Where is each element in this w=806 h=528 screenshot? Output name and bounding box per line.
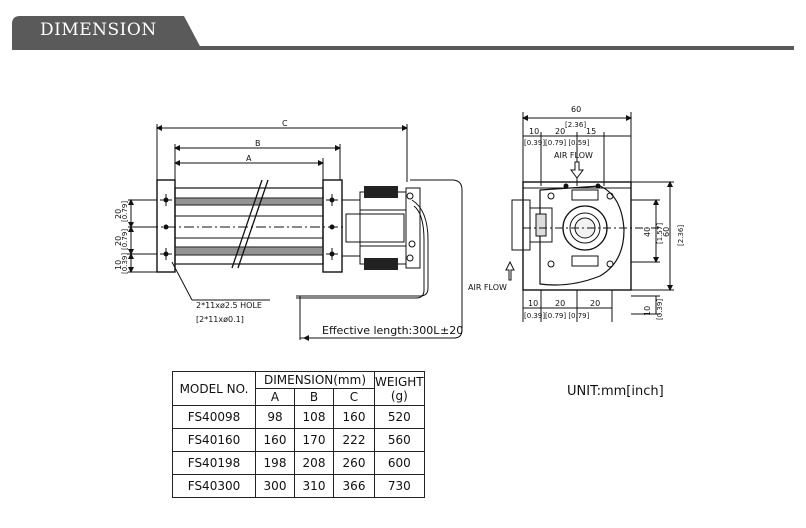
- left-dim-20b-inch: [0.79]: [121, 229, 129, 250]
- cell-b: 310: [294, 474, 334, 498]
- right-dim-60-inch: [2.36]: [677, 225, 685, 246]
- header-col-b: B: [294, 388, 334, 406]
- top-dim-15: 15: [586, 127, 596, 136]
- cell-weight: 520: [374, 405, 425, 429]
- cell-b: 170: [294, 428, 334, 452]
- model-dimension-table: MODEL NO. DIMENSION(mm) WEIGHT (g) A B C…: [172, 371, 425, 498]
- right-dim-40: 40: [643, 227, 652, 237]
- bottom-right-dim-10: 10: [643, 306, 652, 316]
- header-weight: WEIGHT (g): [374, 371, 425, 406]
- left-dim-20-inch: [0.79]: [121, 201, 129, 222]
- bottom-dim-inch-row: [0.39][0.79] [0.79]: [524, 312, 590, 320]
- header-weight-label: WEIGHT: [375, 374, 424, 389]
- header-rule: [190, 46, 794, 50]
- section-header-tab: [12, 16, 202, 50]
- left-dim-20: 20: [114, 209, 123, 219]
- cell-a: 198: [255, 451, 295, 475]
- cell-c: 222: [333, 428, 375, 452]
- bottom-dim-20a: 20: [555, 299, 565, 308]
- table-row: FS40160 160 170 222 560: [172, 428, 425, 452]
- mounting-hole-marks: [160, 194, 338, 260]
- cell-model: FS40198: [172, 451, 256, 475]
- section-title: DIMENSION: [40, 20, 157, 40]
- cell-c: 260: [333, 451, 375, 475]
- header-col-a: A: [255, 388, 295, 406]
- table-row: FS40098 98 108 160 520: [172, 405, 425, 429]
- cell-c: 366: [333, 474, 375, 498]
- top-dim-60: 60: [571, 105, 581, 114]
- side-view: [128, 124, 463, 341]
- cell-model: FS40300: [172, 474, 256, 498]
- top-dim-60-inch: [2.36]: [565, 121, 586, 129]
- header-col-c: C: [333, 388, 375, 406]
- left-dim-10-inch: [0.39]: [121, 253, 129, 274]
- effective-length-label: Effective length:300L: [322, 324, 440, 337]
- cell-a: 300: [255, 474, 295, 498]
- cell-weight: 730: [374, 474, 425, 498]
- cell-weight: 600: [374, 451, 425, 475]
- top-dim-10: 10: [529, 127, 539, 136]
- side-view-labels: C B A 20 [0.79] 20 [0.79] 10 [0.39] 2*11…: [114, 119, 463, 337]
- cell-weight: 560: [374, 428, 425, 452]
- header-model: MODEL NO.: [172, 371, 256, 406]
- cell-b: 208: [294, 451, 334, 475]
- end-view-labels: 60 [2.36] 10 20 15 [0.39][0.79] [0.59] A…: [468, 105, 685, 320]
- end-view: [505, 112, 674, 322]
- cell-a: 160: [255, 428, 295, 452]
- dim-a-label: A: [246, 154, 252, 163]
- cell-model: FS40098: [172, 405, 256, 429]
- cell-model: FS40160: [172, 428, 256, 452]
- bottom-right-dim-10-inch: [0.39]: [656, 299, 664, 320]
- header-dimension: DIMENSION(mm): [255, 371, 375, 389]
- left-dim-20b: 20: [114, 236, 123, 246]
- air-flow-side-label: AIR FLOW: [468, 283, 507, 292]
- effective-length-tolerance: ±20: [440, 324, 463, 337]
- dim-b-label: B: [255, 139, 261, 148]
- top-dim-inch-row: [0.39][0.79] [0.59]: [524, 139, 590, 147]
- cell-a: 98: [255, 405, 295, 429]
- air-flow-top-label: AIR FLOW: [554, 151, 593, 160]
- header-tab-shape: [12, 16, 202, 50]
- cell-b: 108: [294, 405, 334, 429]
- hole-note-inch: [2*11xø0.1]: [196, 315, 244, 324]
- header-weight-unit: (g): [390, 388, 408, 403]
- table-row: FS40300 300 310 366 730: [172, 474, 425, 498]
- right-dim-40-inch: [1.57]: [656, 223, 664, 244]
- top-dim-20: 20: [555, 127, 565, 136]
- bottom-dim-20b: 20: [590, 299, 600, 308]
- cell-c: 160: [333, 405, 375, 429]
- left-dim-10: 10: [114, 260, 123, 270]
- dim-c-label: C: [282, 119, 288, 128]
- hole-note: 2*11xø2.5 HOLE: [196, 301, 262, 310]
- table-row: FS40198 198 208 260 600: [172, 451, 425, 475]
- unit-note: UNIT:mm[inch]: [567, 384, 664, 399]
- right-dim-60: 60: [662, 227, 671, 237]
- bottom-dim-10: 10: [528, 299, 538, 308]
